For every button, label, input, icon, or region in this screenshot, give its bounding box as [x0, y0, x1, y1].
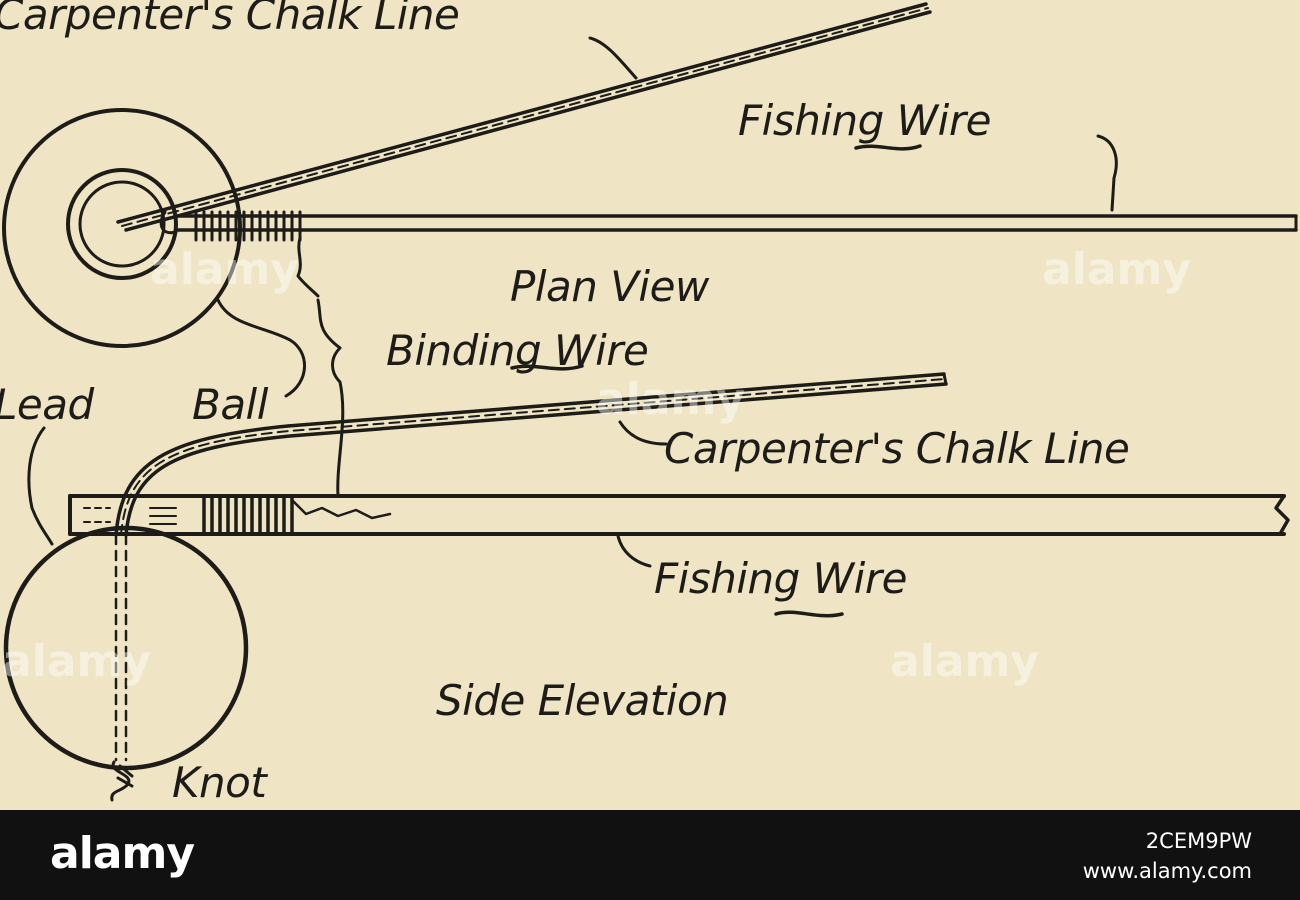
label-fishing-wire-top: Fishing Wire: [738, 96, 991, 145]
plan-view-lead-ball: [2, 108, 242, 348]
plan-view-chalk-line: [116, 2, 932, 235]
leader-lines: [27, 36, 1118, 568]
plan-view-fishing-wire: [176, 214, 1298, 232]
image-info: 2CEM9PW www.alamy.com: [1083, 826, 1252, 886]
plan-view-binding-wire: [194, 210, 320, 298]
watermark: alamy: [890, 636, 1039, 687]
side-elevation-knot: [110, 760, 134, 802]
brand-logo: alamy: [50, 828, 195, 879]
label-binding-wire: Binding Wire: [386, 326, 649, 375]
image-id: 2CEM9PW: [1145, 829, 1252, 853]
watermark: alamy: [150, 244, 299, 295]
label-ball: Ball: [192, 380, 268, 429]
lettering-flourishes: [510, 144, 922, 618]
label-chalk-line-top: Carpenter's Chalk Line: [0, 0, 460, 39]
diagram-drawing: [2, 2, 1298, 802]
footer-bar: alamy 2CEM9PW www.alamy.com: [0, 810, 1300, 900]
label-side-elevation: Side Elevation: [436, 676, 729, 725]
side-elevation-binding-wire: [202, 496, 392, 536]
watermark: alamy: [2, 636, 151, 687]
watermark: alamy: [596, 374, 745, 425]
side-elevation-chalk-line: [114, 372, 948, 537]
side-elevation-fishing-wire: [68, 494, 1290, 536]
label-knot: Knot: [172, 758, 267, 807]
label-plan-view: Plan View: [510, 262, 709, 311]
label-fishing-wire-bottom: Fishing Wire: [654, 554, 907, 603]
label-chalk-line-bottom: Carpenter's Chalk Line: [664, 424, 1130, 473]
watermark: alamy: [1042, 244, 1191, 295]
label-lead: Lead: [0, 380, 94, 429]
site-url: www.alamy.com: [1082, 859, 1252, 883]
diagram-figure: Carpenter's Chalk Line Fishing Wire Plan…: [0, 0, 1300, 810]
